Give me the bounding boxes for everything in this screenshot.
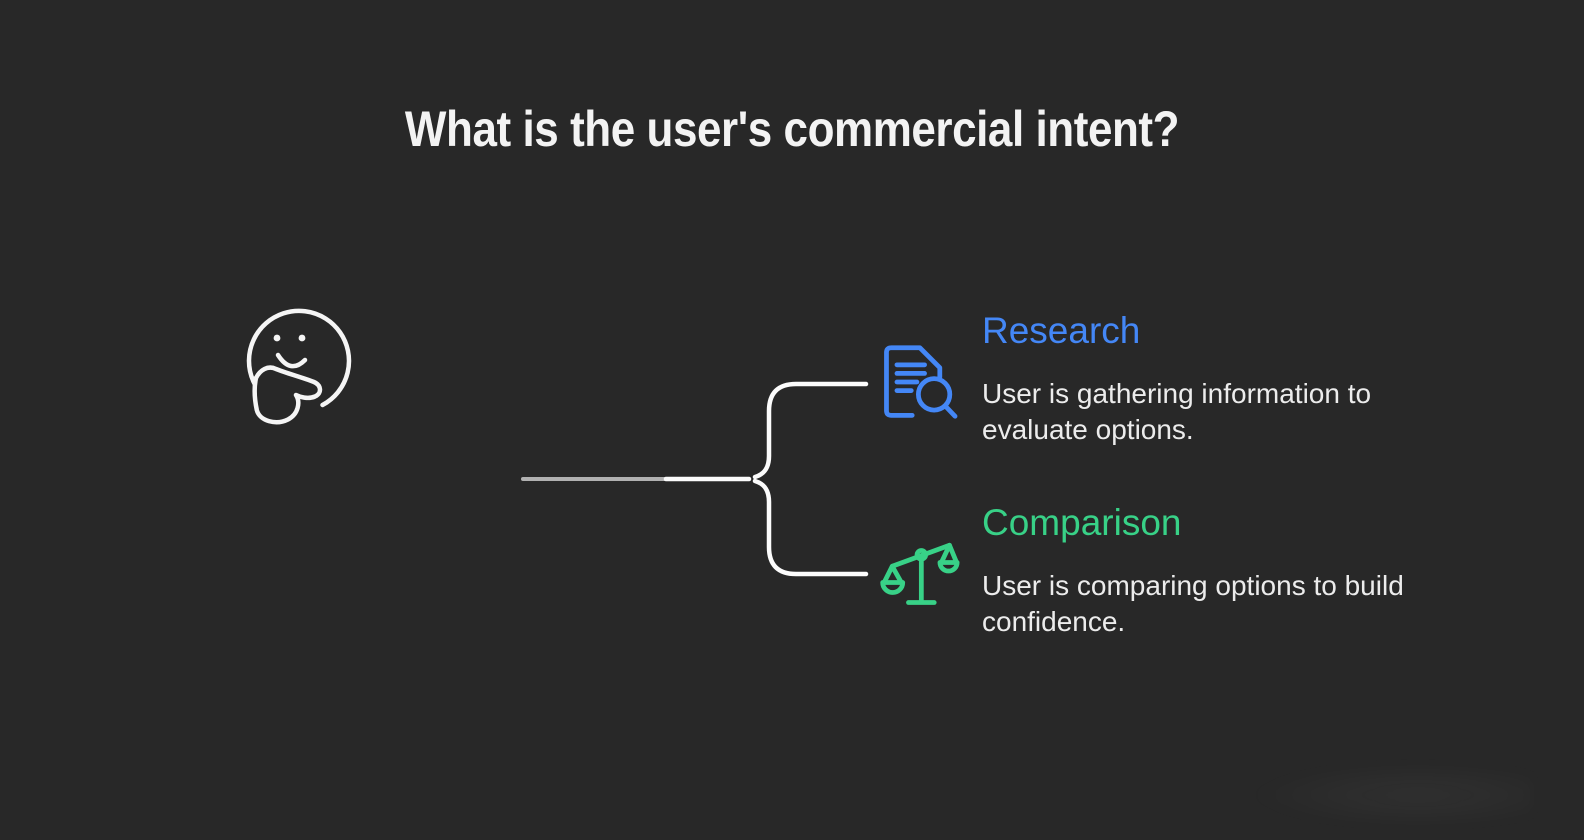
branch-comparison-description: User is comparing options to build confi… — [982, 570, 1404, 637]
branch-comparison: Comparison User is comparing options to … — [982, 500, 1462, 640]
branch-research-description: User is gathering information to evaluat… — [982, 378, 1372, 445]
connector-branch-top — [752, 381, 869, 480]
scales-icon — [876, 532, 960, 612]
branch-research: Research User is gathering information t… — [982, 308, 1462, 448]
branch-research-label: Research — [982, 310, 1141, 351]
connector-branch-bottom — [752, 478, 869, 577]
page-title: What is the user's commercial intent? — [404, 101, 1180, 157]
document-search-icon — [874, 342, 958, 422]
branch-comparison-label: Comparison — [982, 502, 1182, 543]
thinking-face-icon — [240, 300, 360, 434]
